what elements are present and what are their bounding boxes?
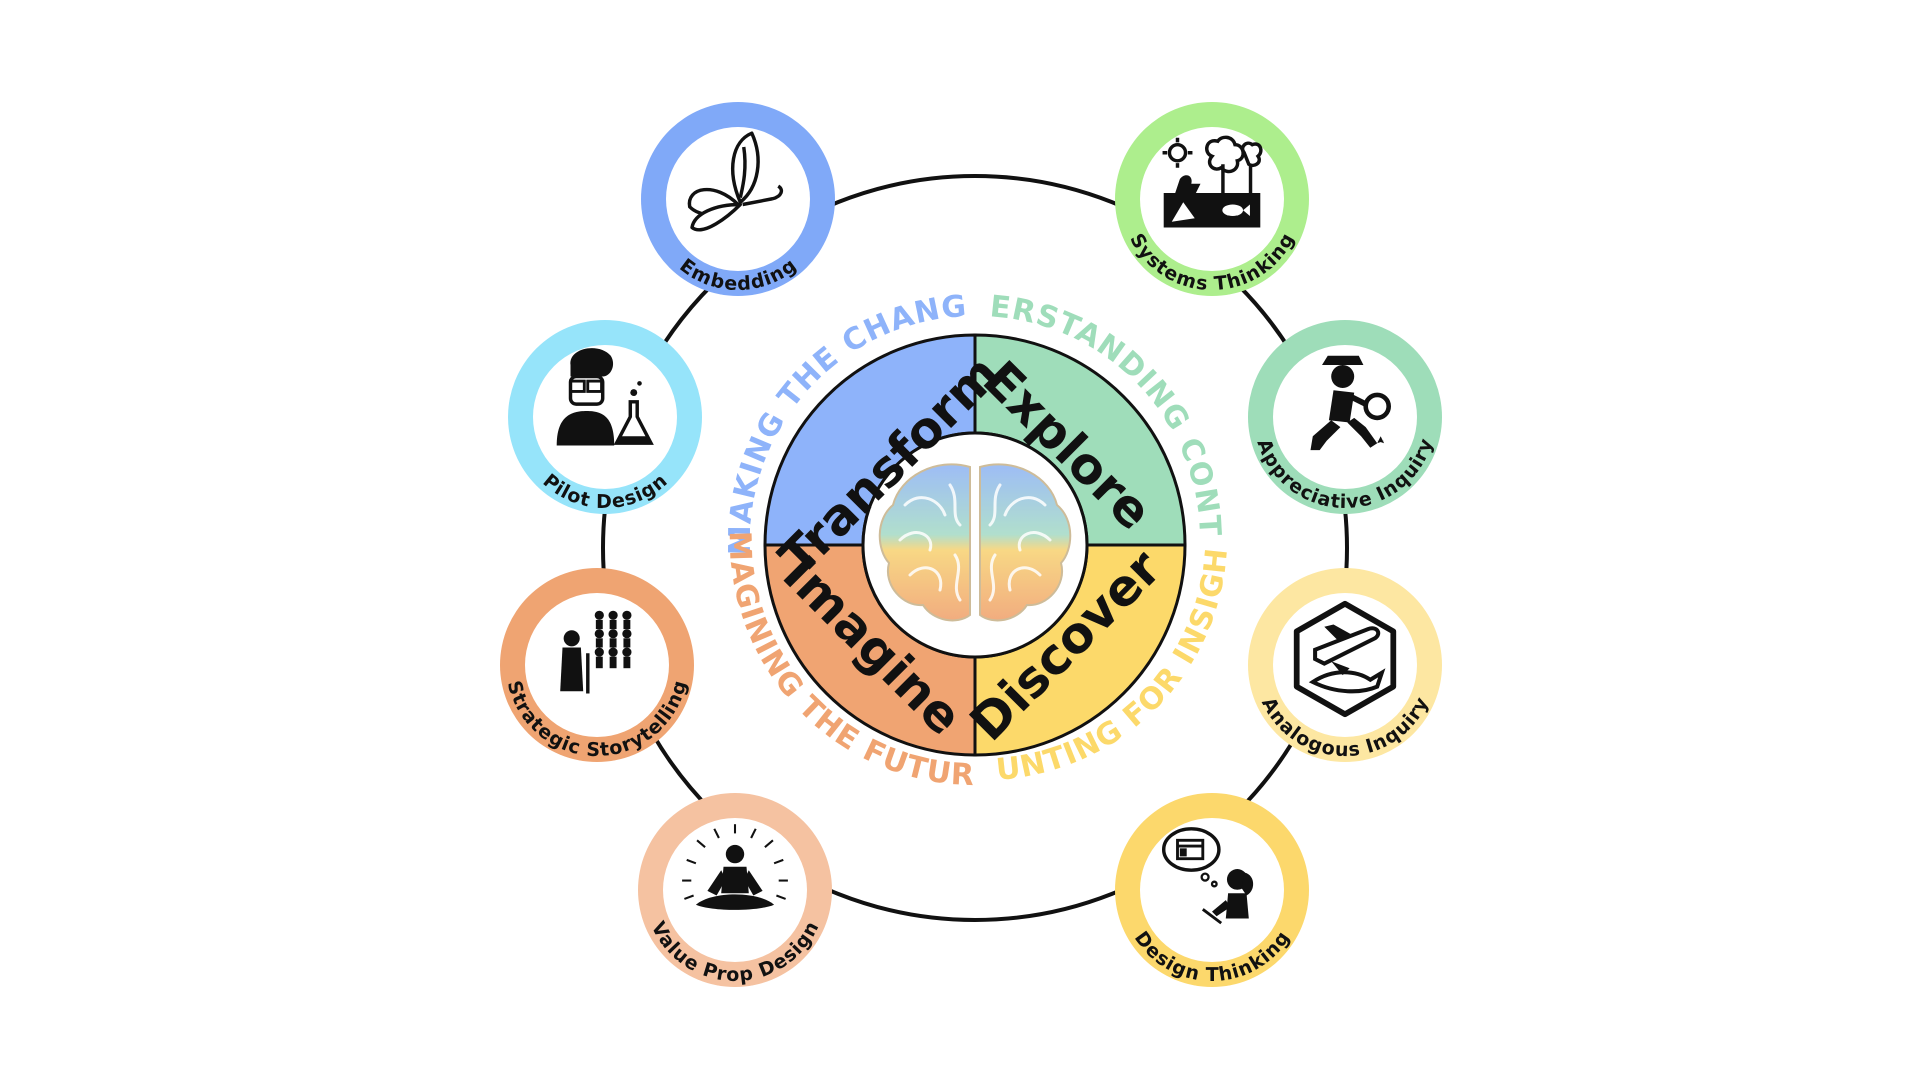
thinking-person-icon bbox=[1161, 827, 1254, 925]
brain-icon bbox=[878, 463, 1072, 622]
butterfly-icon bbox=[687, 131, 784, 232]
detective-icon bbox=[1310, 355, 1391, 451]
node-pilot-design[interactable]: Pilot Design bbox=[508, 320, 702, 514]
node-design-thinking[interactable]: Design Thinking bbox=[1115, 793, 1309, 987]
node-embedding[interactable]: Embedding bbox=[641, 102, 835, 296]
node-strategic-storytelling[interactable]: Strategic Storytelling bbox=[500, 568, 694, 762]
ecosystem-icon bbox=[1162, 135, 1263, 228]
node-systems-thinking[interactable]: Systems Thinking bbox=[1115, 102, 1309, 296]
storyteller-icon bbox=[560, 610, 632, 694]
node-analogous-inquiry[interactable]: Analogous Inquiry bbox=[1248, 568, 1442, 762]
scientist-icon bbox=[556, 348, 654, 446]
node-value-prop-design[interactable]: Value Prop Design bbox=[638, 793, 832, 987]
orbit-ring bbox=[601, 174, 1349, 922]
meditation-icon bbox=[682, 824, 788, 910]
plane-bird-icon bbox=[1293, 600, 1397, 718]
node-appreciative-inquiry[interactable]: Appreciative Inquiry bbox=[1248, 320, 1442, 514]
